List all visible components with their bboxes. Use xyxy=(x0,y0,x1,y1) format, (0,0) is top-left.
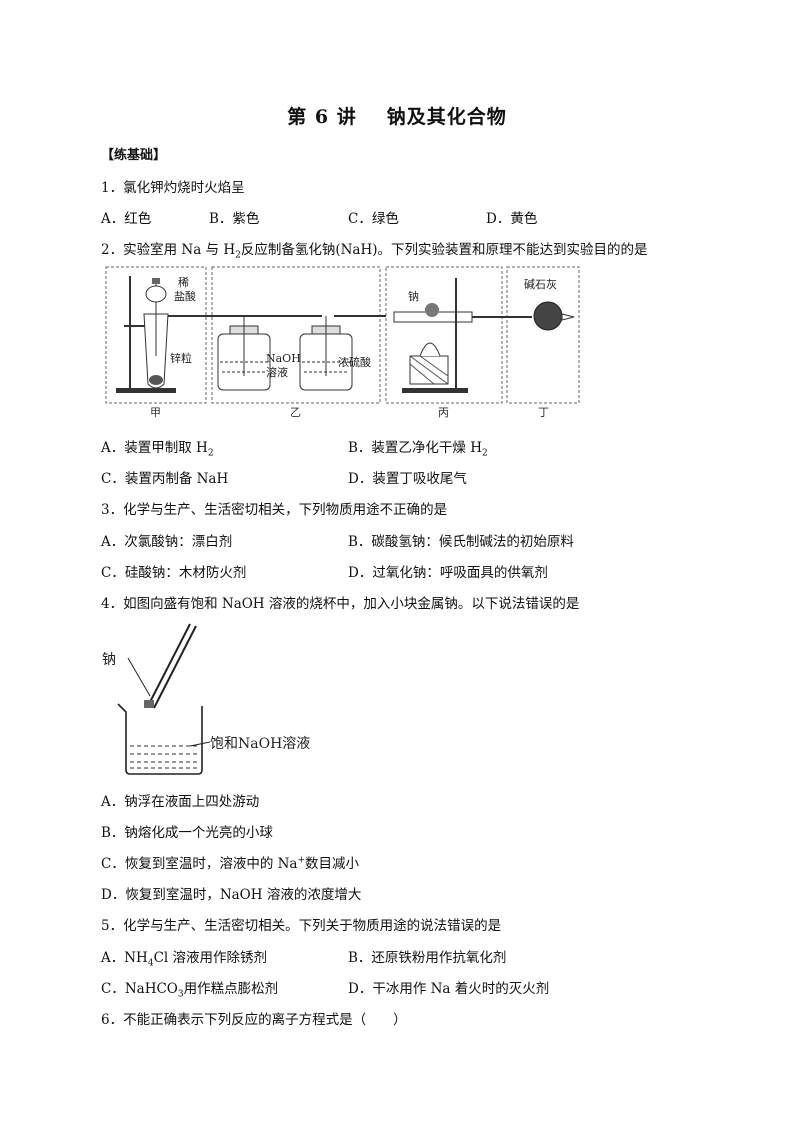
q2-option-b: B．装置乙净化干燥 H2 xyxy=(348,440,488,459)
lecture-number: 第 6 讲 xyxy=(287,106,357,128)
label-soda-lime: 碱石灰 xyxy=(524,277,557,291)
box-bing xyxy=(385,266,503,404)
q2-option-c: C．装置丙制备 NaH xyxy=(101,471,229,487)
q6-stem: 6．不能正确表示下列反应的离子方程式是（ ） xyxy=(101,1012,407,1028)
label-naoh-solution: 溶液 xyxy=(266,365,288,379)
q1-option-d: D．黄色 xyxy=(486,211,538,227)
label-naoh: NaOH xyxy=(266,352,301,365)
label-saturated-naoh: 饱和NaOH溶液 xyxy=(210,736,310,752)
box-yi xyxy=(211,266,381,404)
apparatus-jia xyxy=(116,276,202,393)
q5-option-a: A．NH4Cl 溶液用作除锈剂 xyxy=(101,950,268,969)
apparatus-ding xyxy=(504,301,575,331)
q3-stem: 3．化学与生产、生活密切相关，下列物质用途不正确的是 xyxy=(101,502,448,518)
q3-option-d: D．过氧化钠：呼吸面具的供氧剂 xyxy=(348,565,548,581)
box-ding xyxy=(506,266,580,404)
page-title: 第 6 讲 钠及其化合物 xyxy=(0,102,794,129)
caption-ding: 丁 xyxy=(538,406,549,419)
q2-option-a: A．装置甲制取 H2 xyxy=(101,440,214,459)
q4-beaker-figure: 钠 饱和NaOH溶液 xyxy=(102,623,310,775)
q3-option-c: C．硅酸钠：木材防火剂 xyxy=(101,565,247,581)
label-h2so4: 浓硫酸 xyxy=(338,355,371,369)
q5-stem: 5．化学与生产、生活密切相关。下列关于物质用途的说法错误的是 xyxy=(101,918,502,934)
q4-option-a: A．钠浮在液面上四处游动 xyxy=(101,794,260,810)
q3-option-b: B．碳酸氢钠：候氏制碱法的初始原料 xyxy=(348,534,574,550)
q2-apparatus-figure: 稀 盐酸 锌粒 NaOH 溶液 浓硫酸 钠 碱石灰 甲 xyxy=(105,266,580,419)
section-heading: 【练基础】 xyxy=(101,148,167,163)
apparatus-bing xyxy=(393,278,504,393)
label-dilute: 稀 xyxy=(178,276,189,289)
q4-option-c: C．恢复到室温时，溶液中的 Na+数目减小 xyxy=(101,855,360,873)
caption-yi: 乙 xyxy=(290,406,301,419)
q2-option-d: D．装置丁吸收尾气 xyxy=(348,471,467,487)
apparatus-yi xyxy=(202,315,386,391)
lecture-topic: 钠及其化合物 xyxy=(386,106,507,128)
q2-stem: 2．实验室用 Na 与 H2反应制备氢化钠(NaH)。下列实验装置和原理不能达到… xyxy=(101,242,648,261)
q1-option-b: B．紫色 xyxy=(209,211,260,227)
q4-stem: 4．如图向盛有饱和 NaOH 溶液的烧杯中，加入小块金属钠。以下说法错误的是 xyxy=(101,596,580,612)
label-zinc: 锌粒 xyxy=(170,351,192,365)
q5-option-c: C．NaHCO3用作糕点膨松剂 xyxy=(101,981,279,1000)
label-sodium-q4: 钠 xyxy=(102,652,116,668)
q5-option-b: B．还原铁粉用作抗氧化剂 xyxy=(348,950,507,966)
label-sodium: 钠 xyxy=(408,289,419,303)
q5-option-d: D．干冰用作 Na 着火时的灭火剂 xyxy=(348,981,550,997)
box-jia xyxy=(105,266,207,404)
label-hcl: 盐酸 xyxy=(174,289,196,303)
q1-option-a: A．红色 xyxy=(101,211,152,227)
q3-option-a: A．次氯酸钠：漂白剂 xyxy=(101,534,233,550)
q1-option-c: C．绿色 xyxy=(348,211,399,227)
caption-jia: 甲 xyxy=(150,406,161,419)
caption-bing: 丙 xyxy=(438,406,449,419)
q4-option-d: D．恢复到室温时，NaOH 溶液的浓度增大 xyxy=(101,887,362,903)
q1-stem: 1．氯化钾灼烧时火焰呈 xyxy=(101,180,245,196)
q4-option-b: B．钠熔化成一个光亮的小球 xyxy=(101,825,273,841)
